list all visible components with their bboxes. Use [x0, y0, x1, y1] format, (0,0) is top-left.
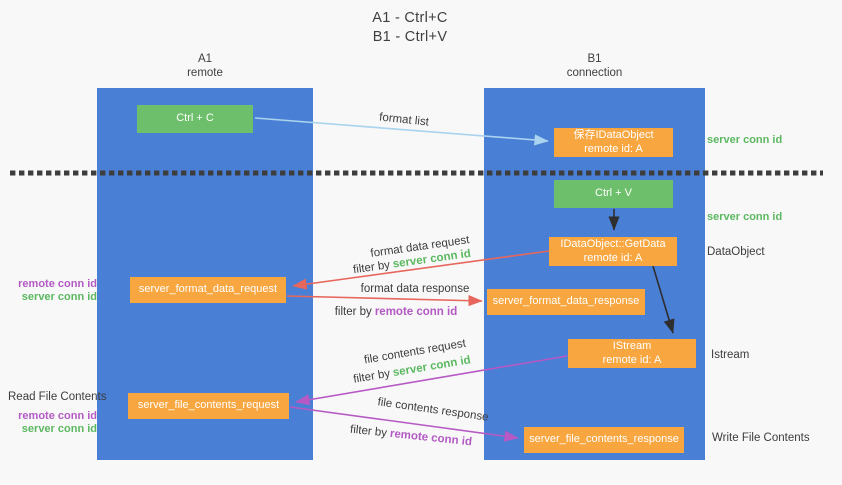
- lane-a1-subtitle: remote: [187, 67, 223, 79]
- lane-a1-name: A1: [197, 53, 213, 65]
- format-data-response-label: format data response: [360, 283, 470, 295]
- lane-header-a1: A1 remote: [97, 52, 313, 80]
- node-server-format-data-request-label: server_format_data_request: [138, 283, 278, 296]
- format-data-request-arrow: [292, 250, 550, 290]
- node-server-file-contents-request-label: server_file_contents_request: [137, 399, 280, 412]
- annotation-server-conn-id-top: server conn id: [707, 134, 783, 146]
- node-save-idataobject-line2: remote id: A: [584, 142, 643, 155]
- node-istream-line2: remote id: A: [602, 353, 662, 366]
- format-list-arrow: [254, 117, 549, 146]
- title-line-2: B1 - Ctrl+V: [372, 29, 448, 45]
- node-save-idataobject: 保存IDataObject remote id: A: [554, 128, 673, 157]
- node-ctrl-v-label: Ctrl + V: [595, 187, 632, 200]
- lane-b1-subtitle: connection: [566, 67, 623, 79]
- file-contents-response-arrow: [289, 406, 519, 442]
- node-getdata-line1: IDataObject::GetData: [560, 238, 666, 250]
- lane-b1-name: B1: [587, 53, 602, 65]
- node-server-format-data-response: server_format_data_response: [487, 289, 645, 315]
- node-server-format-data-request: server_format_data_request: [130, 277, 286, 303]
- node-getdata-line2: remote id: A: [583, 251, 643, 264]
- filter-by-text: filter by: [334, 306, 372, 318]
- annotation-dataobject: DataObject: [707, 246, 765, 258]
- node-idataobject-getdata: IDataObject::GetData remote id: A: [549, 237, 677, 266]
- server-conn-id-text: server conn id: [21, 291, 97, 303]
- annotation-server-conn-id-mid: server conn id: [707, 211, 783, 223]
- node-ctrl-c: Ctrl + C: [137, 105, 253, 133]
- remote-conn-id-text: remote conn id: [18, 278, 97, 290]
- lane-header-b1: B1 connection: [484, 52, 705, 80]
- node-server-file-contents-request: server_file_contents_request: [128, 393, 289, 419]
- node-server-file-contents-response: server_file_contents_response: [524, 427, 684, 453]
- node-istream-line1: IStream: [612, 340, 652, 352]
- node-ctrl-c-label: Ctrl + C: [176, 112, 214, 125]
- node-save-idataobject-line1: 保存IDataObject: [573, 129, 654, 141]
- node-ctrl-v: Ctrl + V: [554, 180, 673, 208]
- remote-conn-id-text: remote conn id: [18, 410, 97, 422]
- node-server-format-data-response-label: server_format_data_response: [492, 295, 640, 308]
- format-conn-id-pair: remote conn id server conn id: [10, 278, 97, 304]
- getdata-to-istream-arrow: [652, 265, 675, 334]
- remote-conn-id-text: remote conn id: [374, 306, 458, 318]
- file-contents-request-arrow: [295, 355, 568, 406]
- file-conn-id-pair: remote conn id server conn id: [10, 410, 97, 436]
- node-istream: IStream remote id: A: [568, 339, 696, 368]
- title-line-1: A1 - Ctrl+C: [372, 10, 448, 26]
- node-server-file-contents-response-label: server_file_contents_response: [529, 433, 679, 446]
- annotation-write-file-contents: Write File Contents: [712, 432, 810, 444]
- diagram-title: A1 - Ctrl+C B1 - Ctrl+V: [300, 9, 520, 47]
- server-conn-id-text: server conn id: [21, 423, 97, 435]
- annotation-read-file-contents: Read File Contents: [8, 391, 107, 403]
- format-data-response-arrow: [286, 295, 483, 307]
- annotation-istream: Istream: [711, 349, 750, 361]
